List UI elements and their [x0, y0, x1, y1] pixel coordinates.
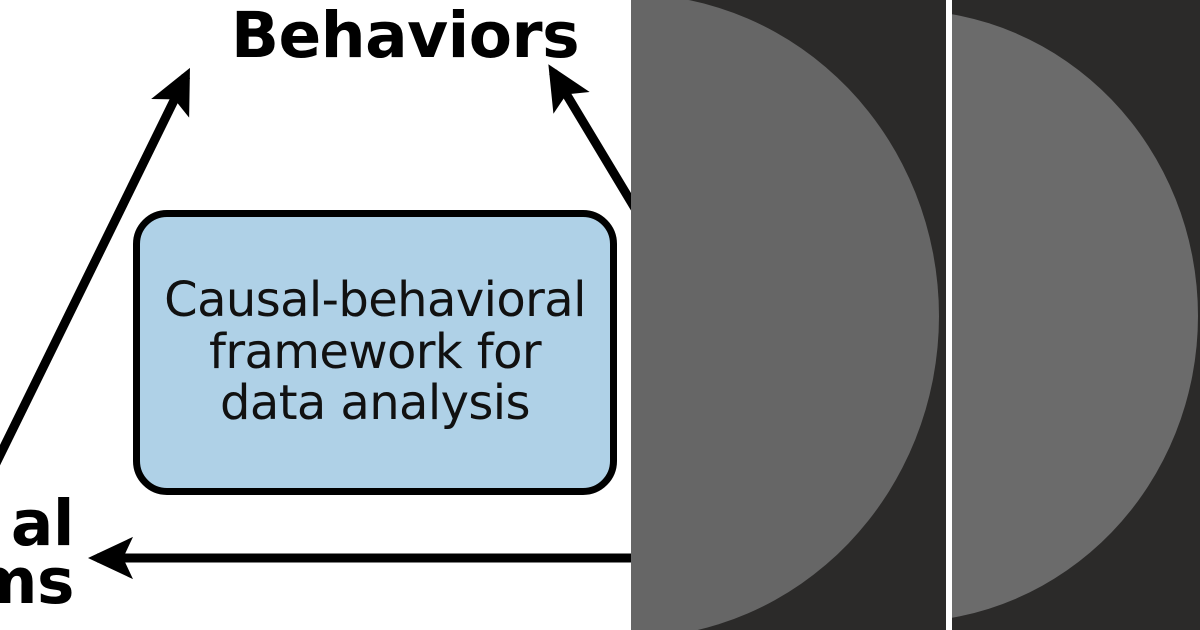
framework-box: Causal-behavioral framework for data ana…: [133, 210, 617, 495]
node-label-causal-systems: al ms: [0, 487, 75, 618]
panel-separator-gap: [946, 0, 952, 630]
framework-box-text: Causal-behavioral framework for data ana…: [164, 272, 586, 432]
diagram-panel: Behaviors al ms Causal-behavioral framew…: [0, 0, 631, 618]
arrow-up-right: [548, 64, 631, 211]
diagram-arrows-layer: [0, 64, 631, 580]
arrow-up-left: [0, 67, 191, 466]
image-panel-1: [631, 0, 946, 630]
image-panel-2: [952, 0, 1200, 630]
node-label-behaviors: Behaviors: [231, 0, 580, 72]
